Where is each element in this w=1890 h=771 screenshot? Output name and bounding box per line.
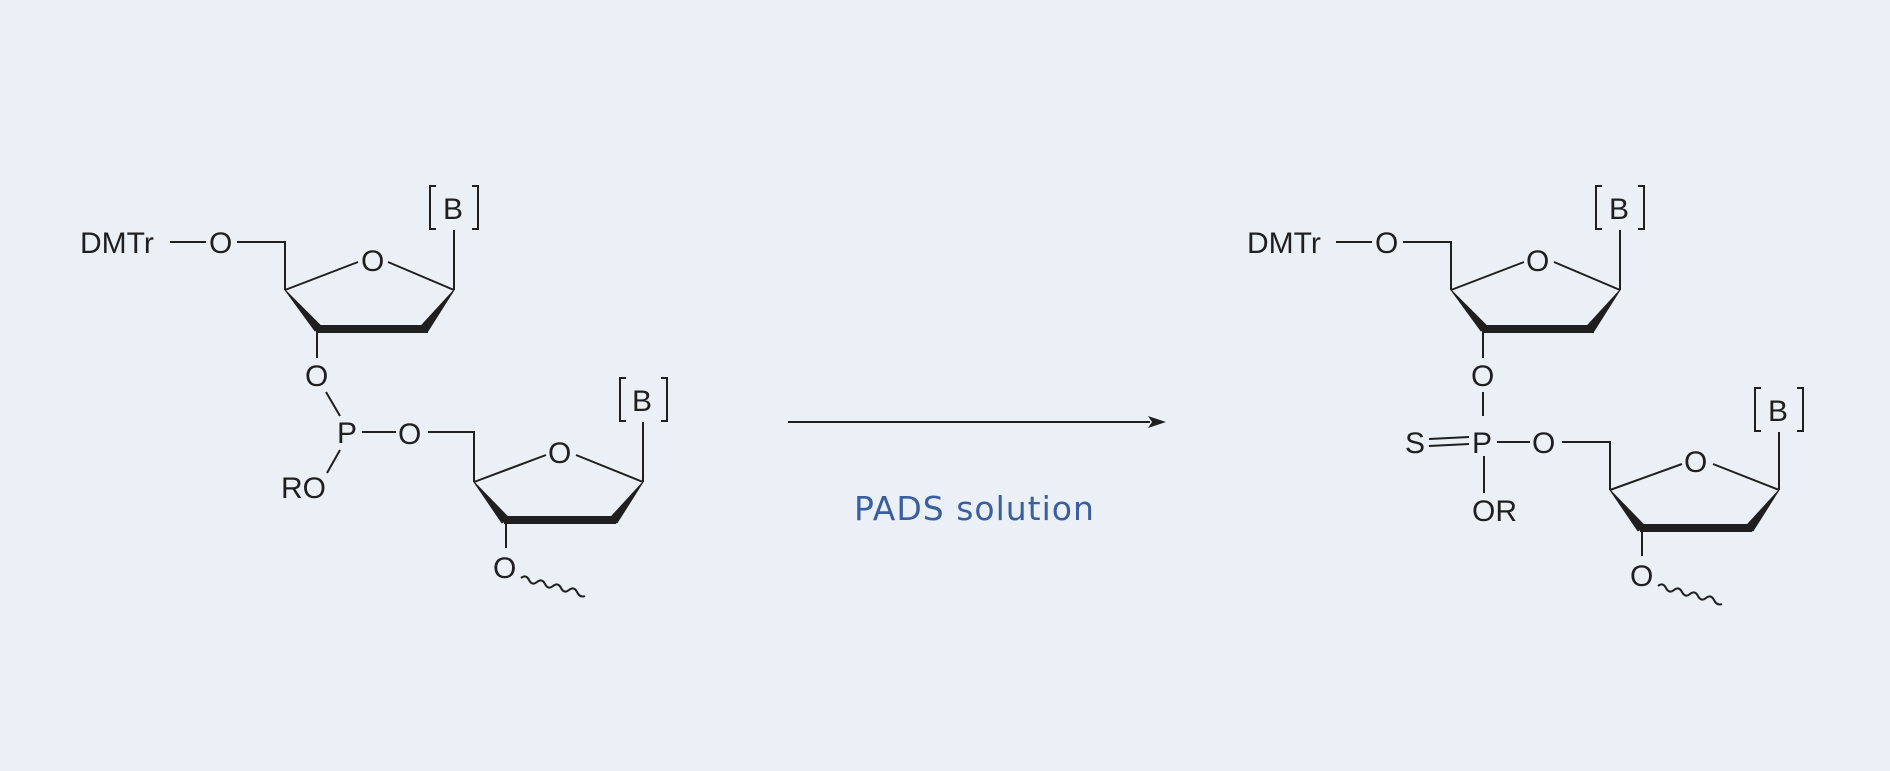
phosphorus-label: P bbox=[1472, 427, 1492, 460]
sulfur-label: S bbox=[1405, 427, 1425, 460]
reaction-arrow bbox=[788, 416, 1166, 428]
ring-o-label: O bbox=[361, 245, 384, 278]
base-label: B bbox=[1609, 193, 1629, 226]
base-label: B bbox=[632, 385, 652, 418]
ro-label: RO bbox=[281, 472, 326, 505]
ring-o-label: O bbox=[548, 437, 571, 470]
o3b-label: O bbox=[493, 552, 516, 585]
ring-o-label: O bbox=[1526, 245, 1549, 278]
dmtr-label: DMTr bbox=[1247, 227, 1321, 260]
phosphorus-label: P bbox=[337, 417, 357, 450]
o5-label: O bbox=[1375, 227, 1398, 260]
ring-o-label: O bbox=[1684, 446, 1707, 479]
wedge-bond bbox=[284, 289, 322, 332]
wavy-bond bbox=[520, 575, 586, 598]
o5b-label: O bbox=[398, 418, 421, 451]
o3b-label: O bbox=[1630, 560, 1653, 593]
dmtr-label: DMTr bbox=[80, 227, 154, 260]
reagent-label: PADS solution bbox=[854, 489, 1095, 528]
o3-label: O bbox=[305, 360, 328, 393]
product-molecule: DMTr O O B O P S O OR O B bbox=[1247, 185, 1804, 606]
or-label: OR bbox=[1472, 495, 1517, 528]
base-label: B bbox=[1768, 395, 1788, 428]
base-label: B bbox=[443, 193, 463, 226]
reactant-molecule: DMTr O O B O P O RO O B bbox=[80, 185, 668, 598]
o5-label: O bbox=[209, 227, 232, 260]
wavy-bond bbox=[1657, 583, 1723, 606]
o3-label: O bbox=[1471, 360, 1494, 393]
o5b-label: O bbox=[1532, 427, 1555, 460]
